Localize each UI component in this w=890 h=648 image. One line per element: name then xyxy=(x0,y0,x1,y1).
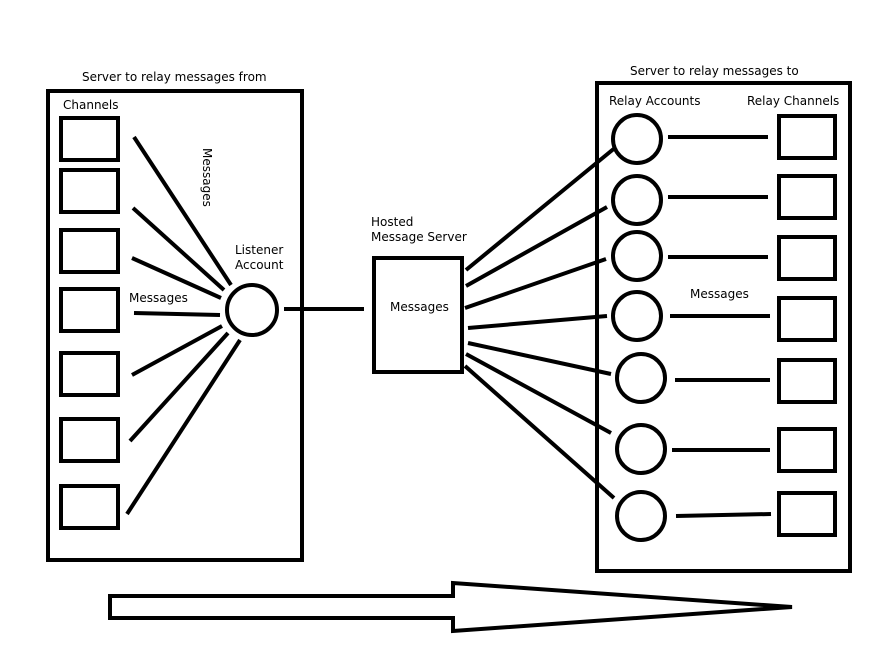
hosted-server-label: Hosted Message Server xyxy=(371,215,467,245)
channel-to-listener-line xyxy=(132,135,233,287)
relay-account-circle xyxy=(611,174,663,226)
relay-channel-box xyxy=(777,235,837,281)
flow-arrow xyxy=(108,580,793,634)
relay-channel-box xyxy=(777,296,837,342)
relay-account-circle xyxy=(611,290,663,342)
hosted-to-relay-line xyxy=(467,341,612,376)
left-channel-box xyxy=(59,287,120,333)
channel-to-listener-line xyxy=(133,311,221,317)
channel-to-listener-line xyxy=(125,338,242,516)
right-server-box xyxy=(595,81,852,573)
listener-account-label: Listener Account xyxy=(235,243,283,273)
hosted-to-relay-line xyxy=(464,257,607,310)
relay-account-circle xyxy=(611,113,663,165)
right-messages-label: Messages xyxy=(690,287,749,301)
relay-account-circle xyxy=(611,230,663,282)
left-channel-box xyxy=(59,116,120,162)
left-server-box xyxy=(46,89,304,562)
listener-label-line1: Listener xyxy=(235,243,284,257)
hosted-to-relay-line xyxy=(467,314,608,330)
messages-vertical-label: Messages xyxy=(200,148,214,207)
channel-to-listener-line xyxy=(131,256,222,300)
relay-account-circle xyxy=(615,352,667,404)
relay-channels-label: Relay Channels xyxy=(747,94,840,108)
hosted-to-relay-line xyxy=(465,205,608,288)
account-to-channel-line xyxy=(675,512,772,518)
relay-channel-box xyxy=(777,114,837,160)
hosted-server-box xyxy=(372,256,464,374)
listener-label-line2: Account xyxy=(235,258,284,272)
channel-to-listener-line xyxy=(131,324,223,377)
left-server-title: Server to relay messages from xyxy=(82,70,267,84)
hosted-label-line1: Hosted xyxy=(371,215,414,229)
left-channel-box xyxy=(59,228,120,274)
channel-to-listener-line xyxy=(131,206,226,292)
relay-account-circle xyxy=(615,490,667,542)
hosted-to-relay-line xyxy=(465,352,612,435)
left-channel-box xyxy=(59,168,120,214)
relay-channel-box xyxy=(777,358,837,404)
left-channel-box xyxy=(59,484,120,530)
relay-account-circle xyxy=(615,423,667,475)
hosted-label-line2: Message Server xyxy=(371,230,467,244)
relay-channel-box xyxy=(777,491,837,537)
listener-account-circle xyxy=(225,283,279,337)
left-messages-label: Messages xyxy=(129,291,188,305)
left-channel-box xyxy=(59,417,120,463)
hosted-messages-label: Messages xyxy=(390,300,449,314)
relay-channel-box xyxy=(777,174,837,220)
relay-channel-box xyxy=(777,427,837,473)
channel-to-listener-line xyxy=(128,331,230,443)
right-server-title: Server to relay messages to xyxy=(630,64,799,78)
relay-accounts-label: Relay Accounts xyxy=(609,94,701,108)
hosted-to-relay-line xyxy=(464,145,618,272)
left-channel-box xyxy=(59,351,120,397)
channels-label: Channels xyxy=(63,98,119,112)
hosted-to-relay-line xyxy=(463,364,616,500)
